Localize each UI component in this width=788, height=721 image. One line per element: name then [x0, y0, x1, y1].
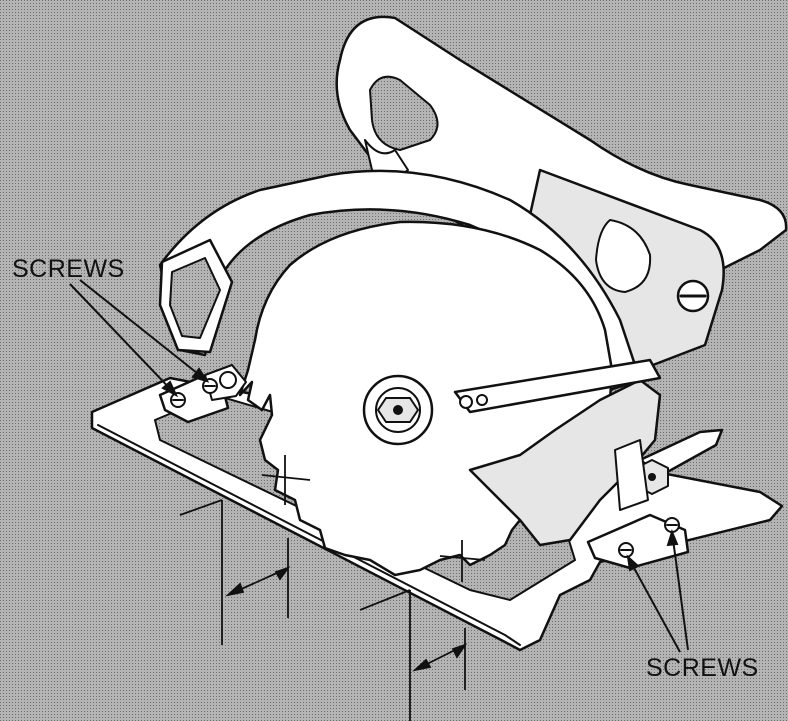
- leader-lines: [69, 279, 689, 653]
- leader-right-2: [671, 531, 689, 651]
- lever-pivot-screw: [459, 395, 473, 409]
- motor-end-cap: [595, 219, 652, 293]
- measurement-lines: [179, 455, 486, 721]
- leader-right-1: [627, 556, 681, 653]
- base-plate-edge: [97, 424, 521, 646]
- handle-grip-hole: [369, 75, 439, 151]
- leader-left-1: [69, 283, 177, 396]
- bevel-quadrant: [614, 439, 649, 511]
- screws-label-right: SCREWS: [646, 654, 759, 682]
- leader-left-2: [79, 279, 208, 382]
- dust-port-opening: [169, 257, 221, 339]
- lower-blade-guard: [468, 378, 662, 547]
- screw-left-3: [219, 371, 237, 389]
- rear-bracket: [586, 513, 690, 570]
- screws-label-left: SCREWS: [12, 255, 125, 283]
